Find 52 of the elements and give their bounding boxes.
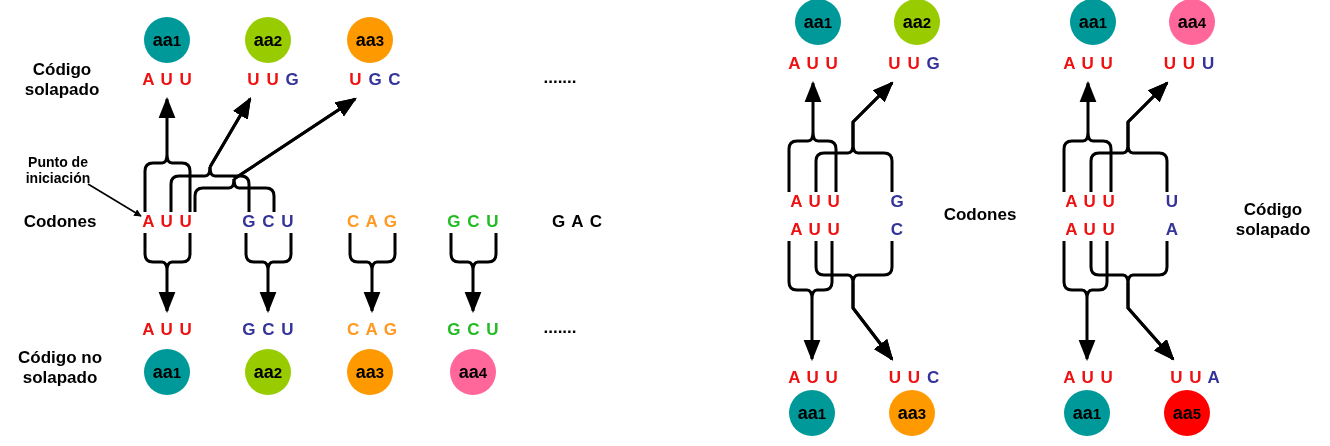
codon-text: G C U (242, 321, 294, 339)
arrow (1126, 81, 1169, 194)
codon-text: U U G (247, 71, 299, 89)
codon-text: A U U (1063, 55, 1113, 73)
codon-text: A U U (788, 55, 838, 73)
codon-text: U U U (1163, 55, 1215, 73)
codon-text: A U U (142, 213, 192, 231)
ellipsis-text: ....... (542, 318, 578, 338)
codon-text: C A G (347, 321, 397, 339)
arrow (449, 231, 498, 314)
codon-text: U U G (888, 55, 940, 73)
arrow (1126, 239, 1175, 361)
arrow (1062, 80, 1113, 194)
codon-text: A U U (142, 71, 192, 89)
row-label: Código solapado (23, 60, 101, 100)
row-label: Codones (22, 212, 98, 232)
codon-text: G (890, 193, 904, 211)
arrow (143, 231, 192, 314)
annotation-text: Punto de iniciación (8, 154, 108, 186)
leader-line (87, 183, 142, 217)
row-label: Codones (942, 205, 1018, 225)
arrow (208, 97, 252, 214)
codon-text: A U U (788, 369, 838, 387)
ellipsis-text: ....... (542, 68, 578, 88)
codon-text: A U U (142, 321, 192, 339)
codon-text: C (890, 221, 904, 239)
codon-text: A (1165, 221, 1179, 239)
arrow (851, 81, 894, 194)
arrow (787, 80, 838, 194)
codon-text: A U U (1065, 221, 1115, 239)
codon-text: U (1165, 193, 1179, 211)
row-label: Código no solapado (17, 348, 103, 388)
codon-text: G C U (447, 213, 499, 231)
row-label: Código solapado (1234, 200, 1312, 240)
arrow (851, 239, 894, 361)
codon-text: C A G (347, 213, 397, 231)
arrow (232, 97, 357, 214)
codon-text: A U U (1063, 369, 1113, 387)
codon-text: A U U (790, 193, 840, 211)
codon-text: U U C (888, 369, 940, 387)
arrow (348, 231, 397, 314)
arrow (244, 231, 293, 314)
codon-text: U U A (1170, 369, 1220, 387)
codon-text: U G C (349, 71, 401, 89)
arrow (787, 239, 834, 362)
codon-text: A U U (790, 221, 840, 239)
arrow (143, 96, 192, 214)
codon-text: G C U (242, 213, 294, 231)
codon-text: G C U (447, 321, 499, 339)
arrow (1062, 239, 1109, 362)
codon-text: G A C (551, 212, 603, 232)
codon-text: A U U (1065, 193, 1115, 211)
